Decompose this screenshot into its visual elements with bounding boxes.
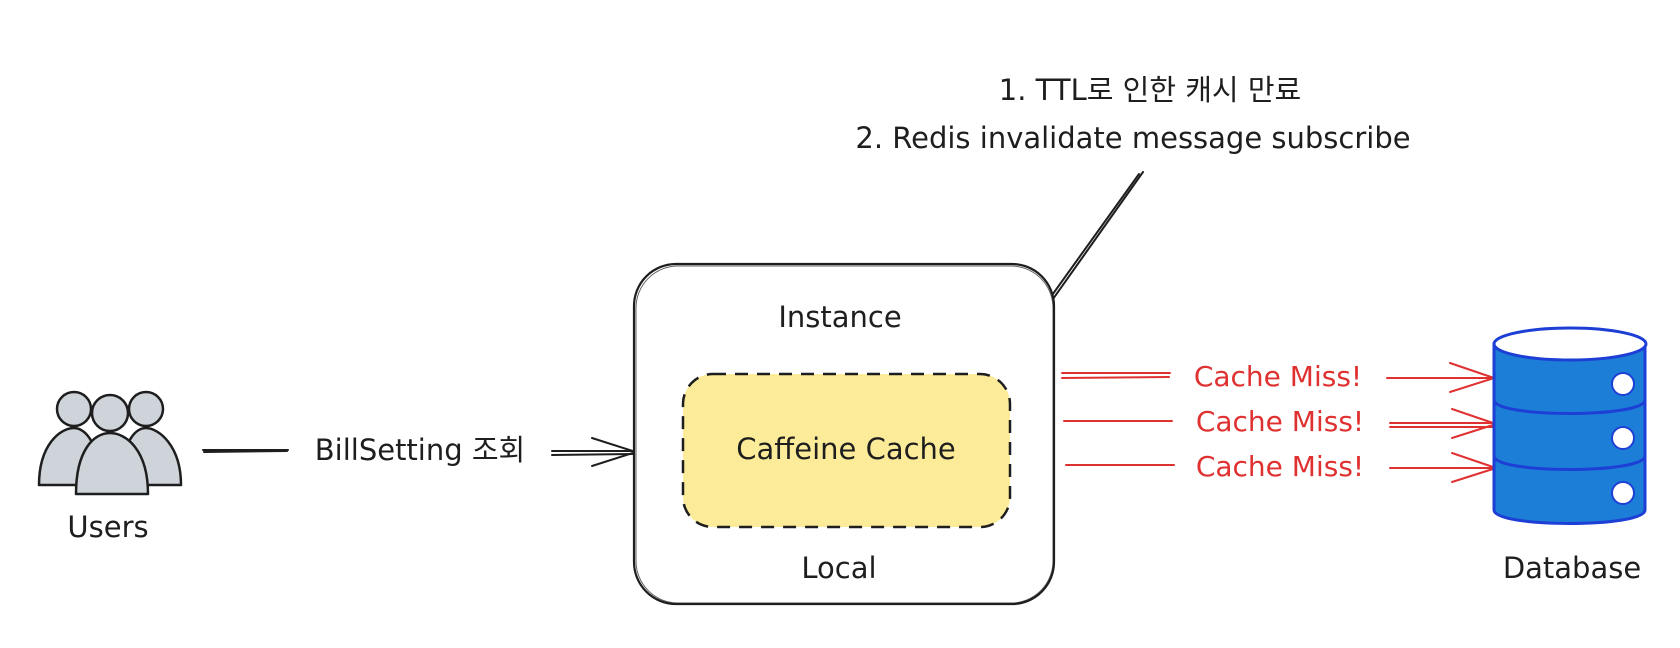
instance-title: Instance [778, 300, 901, 334]
annotation-line-1: 1. TTL로 인한 캐시 만료 [999, 73, 1301, 107]
caffeine-cache-label: Caffeine Cache [736, 432, 956, 466]
cache-miss-label-2: Cache Miss! [1196, 405, 1364, 438]
instance-footer: Local [801, 551, 876, 585]
cache-miss-label-1: Cache Miss! [1194, 360, 1362, 393]
users-group-icon [37, 390, 183, 496]
request-arrow-label: BillSetting 조회 [315, 433, 525, 467]
annotation-line-2: 2. Redis invalidate message subscribe [855, 121, 1410, 155]
caffeine-cache-box [681, 372, 1012, 529]
database-label: Database [1503, 551, 1641, 585]
cache-miss-label-3: Cache Miss! [1196, 450, 1364, 483]
database-cylinder-icon [1492, 326, 1648, 525]
users-label: Users [67, 510, 148, 544]
